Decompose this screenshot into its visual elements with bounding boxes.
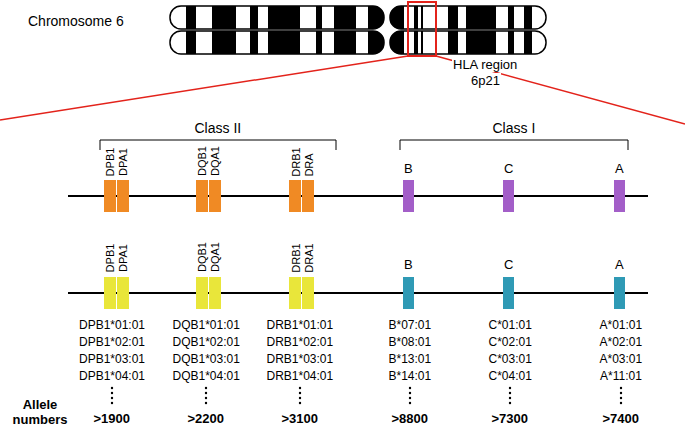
- region-label: HLA region: [452, 57, 518, 72]
- allele-name: DPB1*04:01: [79, 369, 145, 383]
- allele-name: A*03:01: [600, 352, 643, 366]
- allele-count: >3100: [282, 411, 319, 426]
- allele-count: >7400: [603, 411, 640, 426]
- gene-name: DQA1: [209, 242, 221, 272]
- allele-name: A*01:01: [600, 318, 643, 332]
- region-highlight: [408, 2, 436, 56]
- allele-name: B*07:01: [389, 318, 432, 332]
- allele-name: DRB1*02:01: [267, 335, 334, 349]
- gene-name: DPB1: [104, 243, 116, 272]
- gene-name: DQB1: [196, 242, 208, 272]
- allele-name: DPB1*01:01: [79, 318, 145, 332]
- gene-name: DRB1: [289, 243, 301, 272]
- gene-name: B: [404, 161, 413, 176]
- row-heading: Allele numbers: [5, 397, 75, 427]
- allele-name: B*13:01: [389, 352, 432, 366]
- chromosome: [170, 6, 546, 54]
- allele-name: B*14:01: [389, 369, 432, 383]
- chromosome-strand: [68, 292, 648, 294]
- continuation-dots: [111, 387, 622, 404]
- allele-name: DQB1*02:01: [173, 335, 240, 349]
- allele-count: >7300: [492, 411, 529, 426]
- allele-name: C*04:01: [489, 369, 532, 383]
- zoom-line: [0, 56, 408, 120]
- allele-name: DRB1*04:01: [267, 369, 334, 383]
- gene-name: A: [615, 161, 624, 176]
- gene-name: A: [615, 257, 624, 272]
- gene-name: DQA1: [209, 146, 221, 176]
- allele-name: B*08:01: [389, 335, 432, 349]
- gene-box: [403, 277, 625, 309]
- allele-count: >8800: [392, 411, 429, 426]
- gene-name: DPA1: [117, 244, 129, 272]
- gene-name: DRA: [302, 153, 314, 176]
- allele-name: A*02:01: [600, 335, 643, 349]
- allele-name: DRB1*01:01: [267, 318, 334, 332]
- gene-box: [104, 277, 314, 309]
- allele-name: C*02:01: [489, 335, 532, 349]
- allele-name: DPB1*03:01: [79, 352, 145, 366]
- class-label: Class I: [493, 120, 536, 136]
- gene-name: DRA1: [302, 243, 314, 272]
- gene-name: DPA1: [117, 148, 129, 176]
- figure-label: Chromosome 6: [28, 13, 124, 29]
- gene-box: [104, 180, 314, 212]
- gene-name: DPB1: [104, 147, 116, 176]
- allele-name: DRB1*03:01: [267, 352, 334, 366]
- gene-name: B: [404, 257, 413, 272]
- allele-name: C*01:01: [489, 318, 532, 332]
- gene-name: DQB1: [196, 146, 208, 176]
- allele-count: >2200: [188, 411, 225, 426]
- allele-name: C*03:01: [489, 352, 532, 366]
- gene-box: [403, 180, 625, 212]
- zoom-line: [436, 56, 685, 124]
- gene-name: DRB1: [289, 147, 301, 176]
- class-label: Class II: [195, 120, 242, 136]
- class-bracket: [400, 140, 628, 150]
- gene-name: C: [504, 257, 513, 272]
- allele-count: >1900: [94, 411, 131, 426]
- allele-name: DQB1*03:01: [173, 352, 240, 366]
- allele-name: DQB1*01:01: [173, 318, 240, 332]
- band-label: 6p21: [470, 73, 501, 88]
- allele-name: A*11:01: [600, 369, 642, 383]
- chromosome-strand: [68, 195, 648, 197]
- allele-name: DQB1*04:01: [173, 369, 240, 383]
- gene-name: C: [504, 161, 513, 176]
- allele-name: DPB1*02:01: [79, 335, 145, 349]
